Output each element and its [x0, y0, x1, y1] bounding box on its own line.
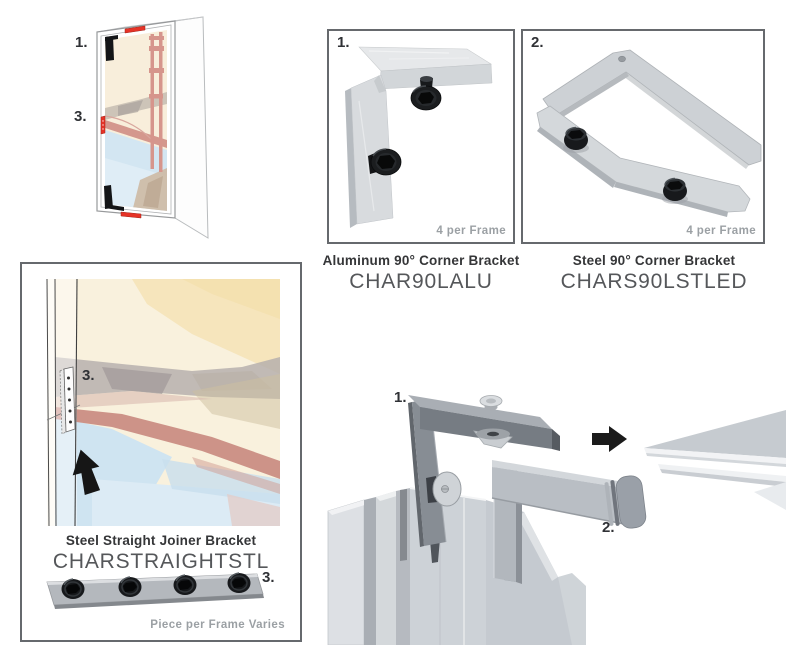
straight-joiner-panel: 3. Steel Straight Joiner Bracket CHARSTR…	[20, 262, 302, 642]
joiner-bracket-photo	[46, 572, 264, 609]
assembly-callout-2: 2.	[602, 519, 615, 536]
frame-overview-illustration: 1. 3.	[58, 8, 268, 250]
up-arrow	[72, 449, 101, 496]
joiner-title: Steel Straight Joiner Bracket	[65, 533, 257, 548]
joiner-screws	[61, 572, 251, 599]
steel-bracket-back	[542, 49, 762, 169]
aluminum-sku: CHAR90LALU	[349, 270, 493, 293]
set-screw-left	[563, 126, 589, 153]
assembly-bracket-2	[491, 460, 647, 584]
overview-callout-1: 1.	[75, 34, 88, 51]
assembly-callout-1: 1.	[394, 389, 407, 406]
joiner-sku: CHARSTRAIGHTSTL	[52, 550, 270, 573]
steel-title: Steel 90° Corner Bracket	[572, 253, 736, 268]
aluminum-corner-panel: 1. 4 per Frame	[327, 29, 515, 244]
joiner-qty-note: Piece per Frame Varies	[150, 619, 285, 631]
steel-caption: Steel 90° Corner Bracket CHARS90LSTLED	[545, 253, 763, 294]
joiner-detail-illustration	[42, 279, 280, 526]
aluminum-caption: Aluminum 90° Corner Bracket CHAR90LALU	[312, 253, 530, 294]
joiner-bracket-detail	[59, 366, 76, 435]
joiner-photo-callout: 3.	[262, 569, 275, 586]
steel-qty-note: 4 per Frame	[686, 225, 756, 237]
frame-overview-art	[96, 16, 209, 239]
set-screw-right	[662, 177, 688, 204]
joiner-detail-callout: 3.	[82, 367, 95, 384]
golden-gate-print	[105, 30, 167, 211]
aluminum-corner-bracket-photo	[345, 46, 493, 228]
frame-extrusion	[327, 487, 586, 645]
aluminum-title: Aluminum 90° Corner Bracket	[322, 253, 520, 268]
aluminum-qty-note: 4 per Frame	[436, 225, 506, 237]
corner-bracket-markers	[104, 35, 124, 211]
right-arrow	[592, 426, 627, 452]
steel-corner-panel: 2. 4 per Frame	[521, 29, 765, 244]
steel-corner-bracket-photo	[536, 49, 762, 217]
red-joiner-markers	[100, 25, 146, 219]
steel-panel-callout: 2.	[531, 34, 544, 51]
assembly-diagram: 1. 2.	[310, 330, 786, 645]
steel-sku: CHARS90LSTLED	[560, 270, 748, 293]
assembly-art	[327, 395, 786, 645]
countersunk-screw-leg	[368, 148, 402, 176]
countersunk-screw-top	[410, 76, 442, 111]
joiner-caption: Steel Straight Joiner Bracket CHARSTRAIG…	[22, 533, 300, 574]
overview-callout-3: 3.	[74, 108, 87, 125]
aluminum-panel-callout: 1.	[337, 34, 350, 51]
assembly-bracket-1	[408, 395, 560, 563]
panel-sheets	[644, 410, 786, 510]
